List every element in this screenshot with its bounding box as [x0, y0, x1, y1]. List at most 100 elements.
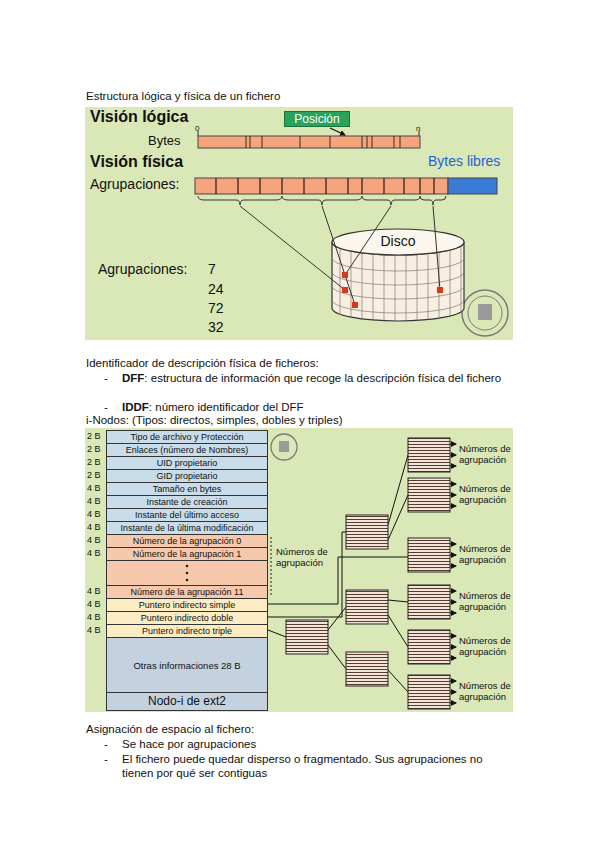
block-arrow	[450, 555, 456, 556]
block-arrow	[450, 455, 456, 456]
text-label: Agrupaciones:	[98, 261, 188, 279]
inode-field: GID propietario	[107, 470, 267, 483]
leader-line	[433, 206, 440, 290]
byte-size: 4 B	[87, 548, 101, 559]
block-arrow	[450, 591, 456, 592]
ellipsis-band	[107, 561, 267, 586]
node-text: Número de la agrupación 1	[133, 548, 242, 560]
panel	[85, 107, 513, 340]
text-label: i-Nodos: (Tipos: directos, simples, dobl…	[86, 413, 343, 427]
cluster-bar	[195, 178, 448, 194]
leader-line	[240, 206, 345, 290]
byte-size: 2 B	[87, 444, 101, 455]
callout-label: Números de agrupación	[276, 546, 334, 568]
disk-grid-line	[332, 300, 464, 313]
cluster-mark	[342, 272, 348, 278]
text-label: -	[104, 752, 108, 766]
text-label: Identificador de descripción física de f…	[86, 356, 319, 370]
text-label: Visión lógica	[90, 107, 188, 127]
disk-grid-line	[332, 272, 464, 285]
byte-size: 4 B	[87, 625, 101, 636]
term: IDDF	[122, 401, 149, 413]
position-arrow	[330, 128, 345, 135]
inode-field: Número de la agrupación 1	[107, 548, 267, 561]
block-arrow	[450, 566, 456, 567]
byte-size: 4 B	[87, 586, 101, 597]
university-seal	[271, 434, 297, 460]
table-caption: Nodo-i de ext2	[107, 693, 267, 709]
byte-size: 4 B	[87, 496, 101, 507]
inode-field: Puntero indirecto simple	[107, 599, 267, 612]
byte-size: 4 B	[87, 612, 101, 623]
block-arrow	[450, 703, 456, 704]
text-label: -	[104, 400, 108, 414]
inode-field: Instante del último acceso	[107, 509, 267, 522]
term: DFF	[122, 372, 144, 384]
callout-label: Números de agrupación	[459, 680, 513, 702]
text-label: 0	[195, 124, 199, 134]
direct-bracket	[271, 537, 272, 596]
text-label: 7	[208, 261, 216, 279]
block-arrow	[450, 613, 456, 614]
block-arrow	[450, 444, 456, 445]
inode-field: Enlaces (número de Nombres)	[107, 444, 267, 457]
node-text: Instante de creación	[146, 496, 227, 508]
block-arrow	[450, 636, 456, 637]
inode-field: Tipo de archivo y Protección	[107, 431, 267, 444]
node-text: Tamaño en bytes	[153, 483, 222, 495]
byte-size: 2 B	[87, 470, 101, 481]
bullet-text: IDDF: número identificador del DFF	[122, 400, 512, 414]
callout-label: Números de agrupación	[459, 443, 513, 465]
block-arrow	[450, 681, 456, 682]
text-label: Visión física	[90, 152, 183, 172]
index-blocks	[286, 438, 450, 709]
block-arrow	[450, 658, 456, 659]
disk-cylinder: Disco	[330, 228, 466, 324]
braces	[198, 196, 446, 205]
inode-field: Tamaño en bytes	[107, 483, 267, 496]
inode-field: Número de la agrupación 0	[107, 535, 267, 548]
text-label: Estructura lógica y física de un fichero	[86, 89, 280, 103]
disk-grid-line	[332, 286, 464, 299]
bytes-bar	[198, 136, 420, 148]
block-arrow	[450, 647, 456, 648]
text-label: -	[104, 371, 108, 385]
position-box: Posición	[284, 111, 350, 127]
node-text: Número de la agrupación 0	[133, 535, 242, 547]
bullet-text: DFF: estructura de información que recog…	[122, 371, 512, 385]
block-arrow	[450, 466, 456, 467]
inode-field: Instante de la última modificación	[107, 522, 267, 535]
node-text: Puntero indirecto simple	[139, 599, 236, 611]
disk-grid-line	[332, 314, 464, 327]
byte-size: 4 B	[87, 535, 101, 546]
inode-field: Instante de creación	[107, 496, 267, 509]
cluster-mark	[342, 287, 348, 293]
definition: : número identificador del DFF	[149, 401, 304, 413]
node-text: Tipo de archivo y Protección	[130, 431, 243, 443]
node-text: Instante del último acceso	[135, 509, 239, 521]
inode-table: Nodo-i de ext2 Tipo de archivo y Protecci…	[106, 430, 268, 711]
callout-label: Números de agrupación	[459, 590, 513, 612]
text-label: -	[104, 737, 108, 751]
byte-size: 2 B	[87, 457, 101, 468]
node-text: Otras informaciones 28 B	[133, 638, 240, 693]
node-text: Número de la agrupación 11	[131, 586, 244, 598]
block-arrow	[450, 602, 456, 603]
ellipsis-dots	[107, 561, 267, 585]
cluster-mark	[352, 302, 358, 308]
free-bytes-bar	[448, 178, 497, 194]
text-label: Asignación de espacio al fichero:	[86, 722, 254, 736]
text-label: Se hace por agrupaciones	[122, 737, 256, 751]
callout-label: Números de agrupación	[459, 635, 513, 657]
definition: : estructura de información que recoge l…	[144, 372, 501, 384]
text-label: 24	[208, 281, 224, 299]
leader-line	[322, 206, 355, 305]
text-label: Bytes	[148, 133, 181, 149]
other-info-row: Otras informaciones 28 B	[107, 638, 267, 693]
block-arrow	[450, 506, 456, 507]
callout-label: Números de agrupación	[459, 543, 513, 565]
block-arrow	[450, 495, 456, 496]
text-label: Bytes libres	[428, 153, 500, 171]
node-text: Disco	[330, 233, 466, 249]
byte-size: 2 B	[87, 431, 101, 442]
